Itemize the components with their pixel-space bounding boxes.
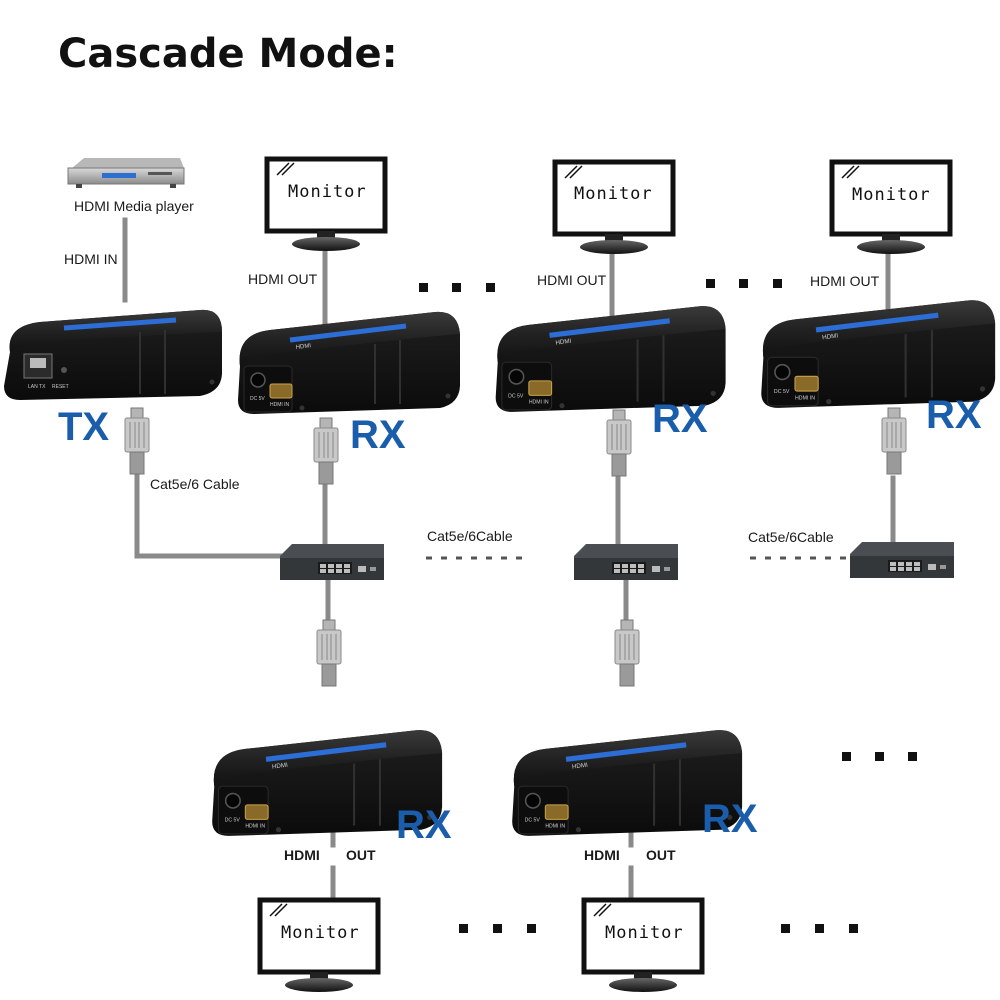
hdmi-in-label: HDMI IN	[64, 251, 118, 267]
monitor-top-2: Monitor	[555, 162, 673, 254]
rx-extender-unit	[761, 300, 995, 408]
hdmi-label: HDMI	[584, 847, 620, 863]
rj45-connector	[606, 409, 632, 477]
cables	[122, 217, 896, 901]
network-switch	[574, 544, 678, 580]
monitor-bottom-1: Monitor	[260, 900, 378, 992]
monitor-top-3: Monitor	[832, 162, 950, 254]
cable-label: Cat5e/6Cable	[748, 529, 834, 545]
rx-label: RX	[702, 797, 758, 841]
tx-extender-unit	[4, 310, 222, 400]
rj45-connector	[124, 407, 150, 475]
monitor-label: Monitor	[281, 923, 360, 943]
cable-label: Cat5e/6Cable	[427, 528, 513, 544]
hdmi-label: HDMI	[284, 847, 320, 863]
hdmi-out-label: HDMI OUT	[248, 271, 318, 287]
media-player-label: HDMI Media player	[74, 198, 194, 214]
monitor-label: Monitor	[574, 184, 653, 204]
page-title: Cascade Mode:	[58, 31, 398, 77]
monitor-label: Monitor	[288, 182, 367, 202]
ellipsis-dots	[419, 279, 782, 292]
rx-label: RX	[652, 397, 708, 441]
monitor-top-1: Monitor	[267, 159, 385, 251]
rj45-connector	[881, 407, 907, 475]
ellipsis-dots	[459, 924, 858, 933]
rx-label: RX	[396, 803, 452, 847]
out-label: OUT	[346, 847, 376, 863]
rj45-connector	[316, 619, 342, 687]
ellipsis-dots	[842, 752, 917, 761]
cable-label: Cat5e/6 Cable	[150, 476, 240, 492]
rx-label: RX	[350, 413, 406, 457]
hdmi-out-label: HDMI OUT	[537, 272, 607, 288]
rj45-connector	[614, 619, 640, 687]
out-label: OUT	[646, 847, 676, 863]
network-switch	[280, 544, 384, 580]
rj45-connector	[313, 417, 339, 485]
hdmi-media-player	[67, 158, 185, 188]
rx-extender-unit	[238, 312, 460, 414]
hdmi-out-label: HDMI OUT	[810, 273, 880, 289]
tx-label: TX	[58, 405, 109, 449]
network-switch	[850, 542, 954, 578]
monitor-label: Monitor	[852, 185, 931, 205]
rx-label: RX	[926, 393, 982, 437]
monitor-label: Monitor	[605, 923, 684, 943]
monitor-bottom-2: Monitor	[584, 900, 702, 992]
